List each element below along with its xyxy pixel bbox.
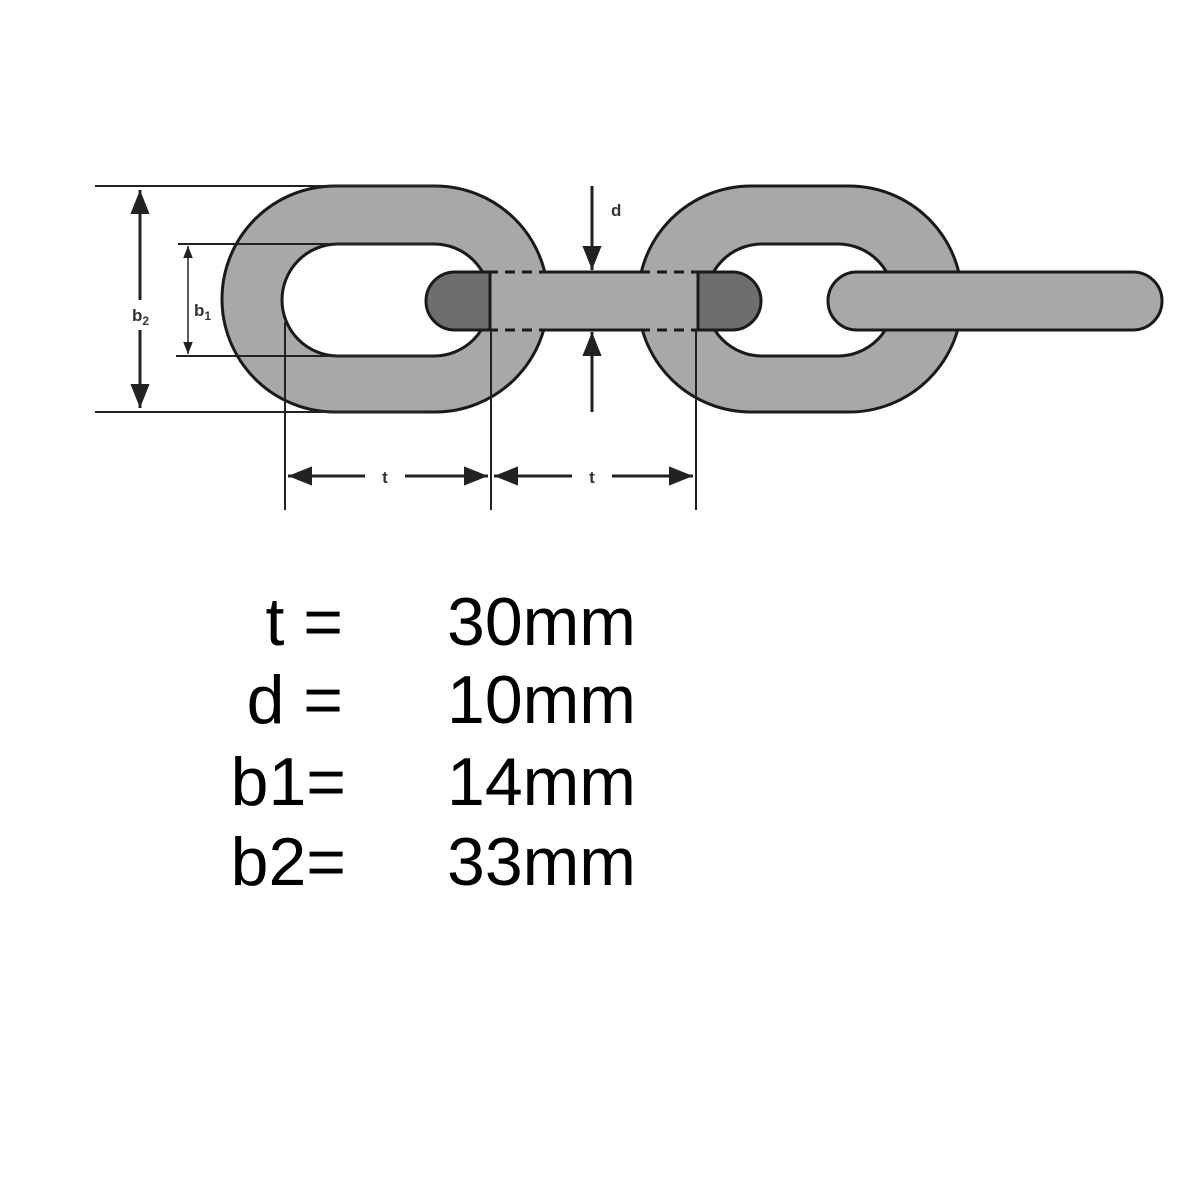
dimension-t-label-left: t [382, 468, 388, 487]
spec-label: d = [247, 662, 343, 738]
spec-value: 30mm [447, 584, 636, 660]
spec-value: 10mm [447, 662, 636, 738]
spec-label: b1= [231, 744, 346, 820]
dimension-b1 [176, 243, 440, 357]
spec-value: 33mm [447, 824, 636, 900]
chain-link-right [826, 270, 1164, 332]
link-end-right [696, 270, 763, 332]
spec-label: t = [266, 584, 344, 660]
dimension-b1-label: b1 [194, 301, 211, 323]
spec-list: t = 30mm d = 10mm b1= 14mm b2= 33mm [231, 584, 636, 900]
dimension-b2 [95, 185, 440, 413]
dimension-t [284, 322, 697, 510]
link-end-left [424, 270, 492, 332]
spec-value: 14mm [447, 744, 636, 820]
dimension-d-label: d [611, 201, 621, 220]
spec-label: b2= [231, 824, 346, 900]
dimension-t-label-right: t [589, 468, 595, 487]
chain-link-middle [424, 270, 763, 332]
dimension-b2-label: b2 [132, 306, 149, 328]
